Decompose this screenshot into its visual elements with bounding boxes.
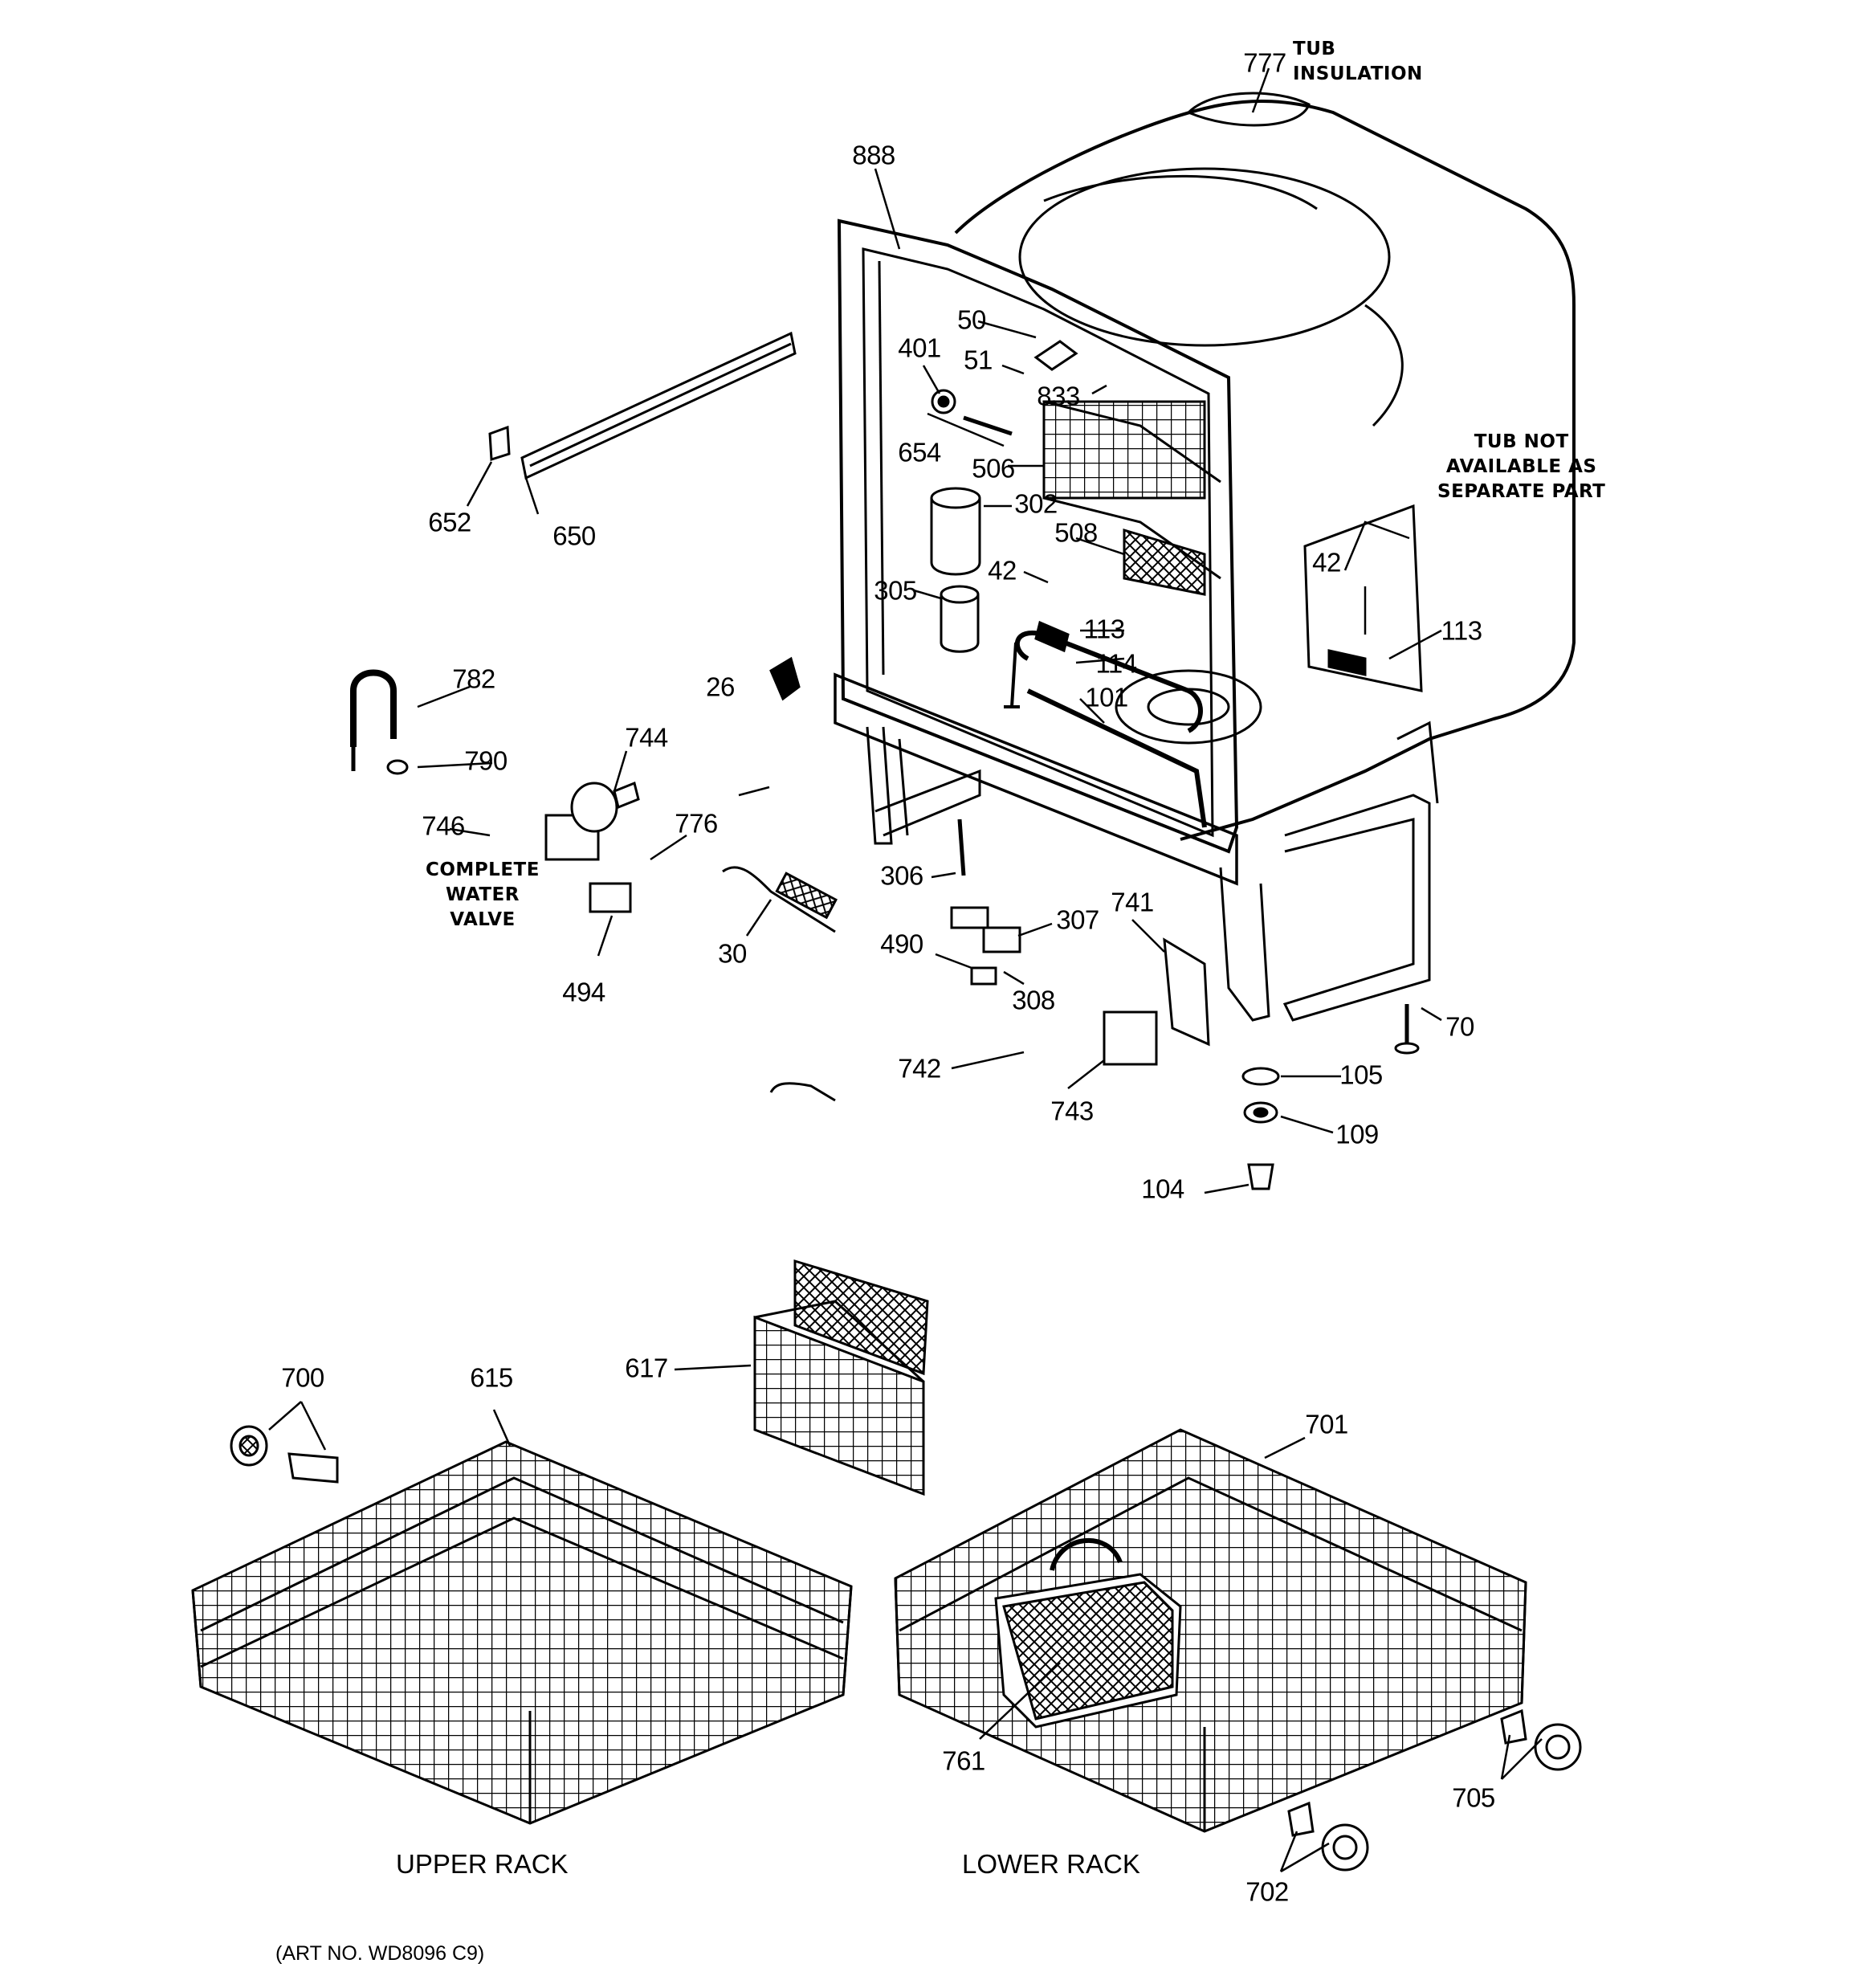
callout-302: 302 — [1014, 488, 1058, 519]
callout-744: 744 — [625, 722, 668, 753]
callout-101: 101 — [1085, 682, 1128, 712]
callout-833: 833 — [1037, 381, 1080, 411]
callout-494: 494 — [562, 977, 605, 1007]
callout-617: 617 — [625, 1353, 668, 1383]
callout-113-inner: 113 — [1083, 614, 1125, 644]
upper-rack — [191, 1425, 853, 1825]
detergent-dispenser — [930, 487, 981, 576]
callout-308: 308 — [1012, 985, 1055, 1015]
tub-insulation-note: TUB INSULATION — [1293, 39, 1423, 84]
callout-105: 105 — [1339, 1059, 1383, 1090]
upper-rack-caption: UPPER RACK — [396, 1849, 569, 1879]
callout-307: 307 — [1056, 904, 1099, 935]
callout-701: 701 — [1305, 1409, 1348, 1439]
water-valve-group — [350, 656, 838, 1102]
tub-assembly — [834, 92, 1576, 1022]
tub-body — [954, 99, 1576, 841]
leader-lines — [268, 67, 1543, 1873]
callout-109: 109 — [1335, 1119, 1379, 1149]
callout-113-side: 113 — [1441, 615, 1482, 646]
callout-70: 70 — [1445, 1011, 1474, 1042]
callout-761: 761 — [942, 1745, 985, 1776]
callout-700: 700 — [281, 1362, 324, 1393]
callout-888: 888 — [852, 140, 895, 170]
callout-776: 776 — [675, 808, 718, 839]
callout-742: 742 — [898, 1053, 941, 1084]
callout-305: 305 — [874, 575, 917, 606]
callout-654: 654 — [898, 437, 941, 467]
tub-not-available-note: TUB NOT AVAILABLE AS SEPARATE PART — [1437, 431, 1606, 502]
callout-50: 50 — [957, 304, 986, 335]
tub-front-frame — [837, 218, 1239, 854]
lower-rack — [894, 1428, 1582, 1872]
callout-104: 104 — [1141, 1174, 1184, 1204]
callout-506: 506 — [972, 453, 1015, 484]
callout-650: 650 — [552, 520, 596, 551]
callout-652: 652 — [428, 507, 471, 537]
callout-114: 114 — [1095, 648, 1137, 679]
callout-741: 741 — [1111, 887, 1154, 917]
callout-746: 746 — [422, 810, 465, 841]
callout-702: 702 — [1245, 1876, 1289, 1907]
callout-777: 777 — [1243, 47, 1286, 78]
callout-51: 51 — [964, 345, 993, 375]
callout-705: 705 — [1452, 1782, 1495, 1813]
callout-508: 508 — [1054, 517, 1098, 548]
callout-490: 490 — [880, 929, 923, 959]
callout-401: 401 — [898, 333, 941, 363]
rinse-aid-dispenser — [940, 585, 980, 653]
small-hardware-group — [950, 818, 1420, 1190]
door-gasket-rail — [488, 331, 797, 480]
callout-30: 30 — [718, 938, 747, 969]
callout-790: 790 — [464, 745, 508, 776]
callout-42-inner: 42 — [988, 555, 1017, 586]
callout-743: 743 — [1050, 1096, 1094, 1126]
callout-306: 306 — [880, 860, 923, 891]
lower-rack-caption: LOWER RACK — [962, 1849, 1140, 1879]
complete-water-valve-note: COMPLETE WATER VALVE — [426, 859, 540, 930]
callout-42-side: 42 — [1312, 547, 1341, 578]
callout-615: 615 — [470, 1362, 513, 1393]
callout-26: 26 — [706, 672, 735, 702]
callout-782: 782 — [452, 663, 495, 694]
art-number: (ART NO. WD8096 C9) — [275, 1942, 485, 1965]
silverware-basket — [753, 1259, 929, 1496]
